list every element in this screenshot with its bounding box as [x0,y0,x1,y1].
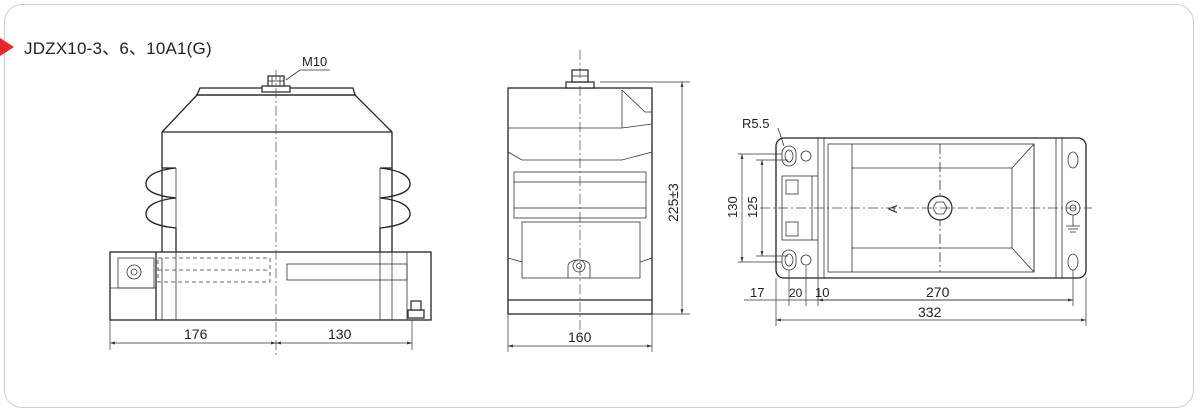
top-dim-17: 17 [750,285,764,300]
top-dim-20: 20 [789,286,803,300]
side-view: 225±3 160 [507,50,690,352]
side-dim-height: 225±3 [665,183,681,222]
front-view: M10 176 130 [109,54,432,355]
front-dim-left: 176 [184,326,208,342]
top-view: A R5.5 130 125 17 20 10 270 332 [725,116,1092,326]
model-title: JDZX10-3、6、10A1(G) [24,39,212,58]
terminal-a-label: A [886,205,900,213]
side-dim-width: 160 [568,329,592,345]
top-dim-10: 10 [815,285,829,300]
front-dim-right: 130 [328,326,352,342]
top-dim-130: 130 [725,196,740,218]
top-dim-332: 332 [918,304,942,320]
thread-size-label: M10 [302,54,327,69]
top-dim-125: 125 [745,196,760,218]
top-dim-270: 270 [926,284,950,300]
radius-label: R5.5 [742,116,769,131]
section-marker-icon [0,38,14,56]
drawing-card [4,4,1194,408]
